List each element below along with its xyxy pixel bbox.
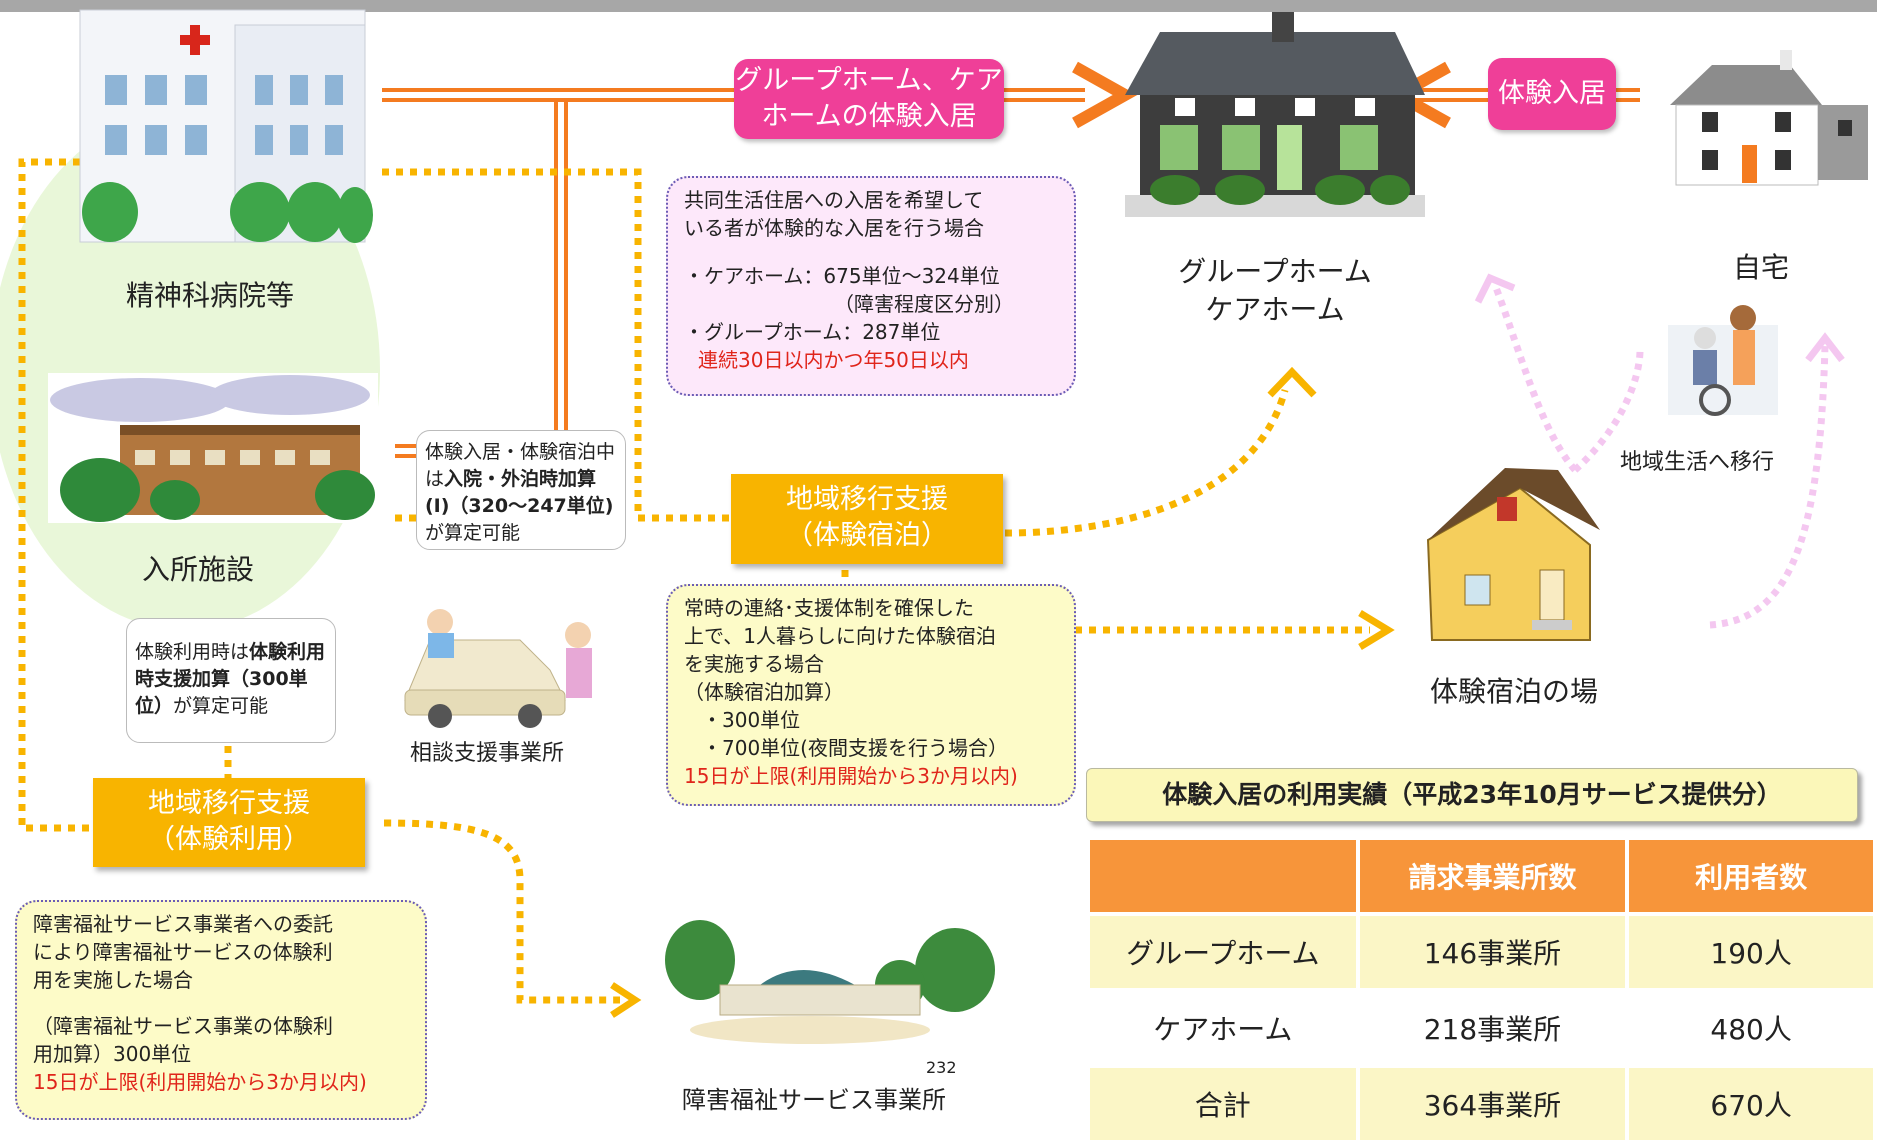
trial-stay-place-label: 体験宿泊の場 [1430, 675, 1599, 708]
support-stay-button: 地域移行支援 （体験宿泊） [731, 474, 1003, 564]
arrow-to-grouphome [1072, 61, 1138, 129]
table-cell: 218事業所 [1423, 1013, 1562, 1046]
home-house-icon [1670, 50, 1868, 186]
note-line: ・ケアホーム：675単位～324単位 [684, 264, 1000, 288]
note-line: ・700単位(夜間支援を行う場合） [702, 736, 1008, 760]
note-line: いる者が体験的な入居を行う場合 [684, 216, 984, 240]
facility-building-icon [48, 373, 378, 523]
arrow-to-trial-place [1358, 610, 1395, 650]
note-text: 体験入居・体験宿泊中は [425, 441, 616, 490]
trial-use-note: 障害福祉サービス事業者への委託 により障害福祉サービスの体験利 用を実施した場合… [15, 900, 427, 1120]
table-cell: 190人 [1629, 916, 1873, 988]
table-row: ケアホーム 218事業所 480人 [1090, 992, 1873, 1064]
table-row: グループホーム 146事業所 190人 [1090, 916, 1873, 988]
consultation-office-label: 相談支援事業所 [410, 741, 565, 766]
hospitalization-addition-note: 体験入居・体験宿泊中は入院・外泊時加算(Ⅰ)（320～247単位) が算定可能 [416, 430, 626, 550]
note-line: （障害程度区分別） [834, 292, 1014, 316]
welfare-office-label: 障害福祉サービス事業所 [682, 1086, 946, 1114]
support-use-line2: （体験利用） [148, 824, 310, 855]
note-line: 上で、1人暮らしに向けた体験宿泊 [684, 624, 996, 648]
top-bar [0, 0, 1877, 12]
note-line-limit: 15日が上限(利用開始から3か月以内) [684, 764, 1018, 788]
table-cell: 合計 [1090, 1068, 1356, 1140]
trial-move-in-button: グループホーム、ケア ホームの体験入居 [734, 59, 1004, 139]
note-line: （体験宿泊加算） [684, 680, 844, 704]
arrow-to-home-pink1 [1474, 273, 1516, 304]
table-cell: グループホーム [1090, 916, 1356, 988]
table-header [1090, 840, 1356, 912]
arrow-to-home-pink2 [1805, 332, 1845, 363]
note-line: ・グループホーム：287単位 [684, 320, 941, 344]
trial-move-in-home-button: 体験入居 [1488, 58, 1616, 130]
hospital-label: 精神科病院等 [126, 279, 295, 312]
note-line: により障害福祉サービスの体験利 [33, 940, 333, 964]
note-line: 障害福祉サービス事業者への委託 [33, 912, 333, 936]
support-use-button: 地域移行支援 （体験利用） [93, 778, 365, 867]
support-stay-line2: （体験宿泊） [786, 520, 948, 551]
table-cell: ケアホーム [1153, 1013, 1293, 1046]
support-stay-line1: 地域移行支援 [786, 484, 948, 515]
table-cell: 670人 [1629, 1068, 1873, 1140]
page-number: 232 [926, 1058, 957, 1077]
note-line: ・300単位 [702, 708, 801, 732]
table-row: 合計 364事業所 670人 [1090, 1068, 1873, 1140]
trial-move-in-line2: ホームの体験入居 [761, 101, 977, 132]
results-title: 体験入居の利用実績（平成23年10月サービス提供分） [1086, 768, 1858, 822]
home-label: 自宅 [1733, 251, 1790, 284]
grouphome-label-2: ケアホーム [1205, 293, 1345, 326]
trial-stay-house-icon [1426, 468, 1600, 641]
note-text: が算定可能 [173, 695, 269, 717]
support-use-line1: 地域移行支援 [148, 788, 310, 819]
arrow-to-grouphome-dotted [1267, 366, 1317, 398]
grouphome-label-1: グループホーム [1178, 255, 1372, 288]
note-line-limit: 連続30日以内かつ年50日以内 [698, 348, 969, 372]
hospital-building-icon [79, 9, 373, 243]
note-line: 共同生活住居への入居を希望して [684, 188, 984, 212]
trial-stay-note: 常時の連絡･支援体制を確保した 上で、1人暮らしに向けた体験宿泊 を実施する場合… [666, 584, 1076, 806]
consultation-car-icon [404, 609, 592, 728]
table-header: 請求事業所数 [1359, 840, 1626, 912]
note-text: 体験利用時は [135, 641, 250, 663]
table-header: 利用者数 [1629, 840, 1873, 912]
facility-label: 入所施設 [142, 553, 255, 586]
community-transition-label: 地域生活へ移行 [1620, 450, 1775, 475]
results-table: 請求事業所数 利用者数 グループホーム 146事業所 190人 ケアホーム 21… [1086, 836, 1877, 1144]
arrow-to-welfare-office [610, 982, 642, 1018]
grouphome-trial-note: 共同生活住居への入居を希望して いる者が体験的な入居を行う場合 ・ケアホーム：6… [666, 176, 1076, 396]
trial-use-addition-note: 体験利用時は体験利用時支援加算（300単位）が算定可能 [126, 618, 336, 743]
table-header-row: 請求事業所数 利用者数 [1090, 840, 1873, 912]
pink-flow-lines [1491, 283, 1829, 629]
grouphome-house-icon [1125, 12, 1425, 217]
trial-move-in-line1: グループホーム、ケア [735, 65, 1003, 96]
table-cell: 146事業所 [1359, 916, 1626, 988]
table-cell: 364事業所 [1359, 1068, 1626, 1140]
note-bold: 入院・外泊時加算(Ⅰ)（320～247単位) [425, 468, 614, 517]
caregiver-wheelchair-icon [1668, 305, 1778, 416]
note-line: 用を実施した場合 [33, 968, 193, 992]
note-line: を実施する場合 [684, 652, 824, 676]
note-line: （障害福祉サービス事業の体験利 [33, 1014, 333, 1038]
note-line: 用加算）300単位 [33, 1042, 192, 1066]
note-bold: 体験利用時支援加算（300単位） [135, 641, 326, 717]
note-text: が算定可能 [425, 522, 521, 544]
welfare-office-icon [665, 920, 995, 1044]
note-line-limit: 15日が上限(利用開始から3か月以内) [33, 1070, 367, 1094]
note-line: 常時の連絡･支援体制を確保した [684, 596, 974, 620]
table-cell: 480人 [1710, 1013, 1792, 1046]
